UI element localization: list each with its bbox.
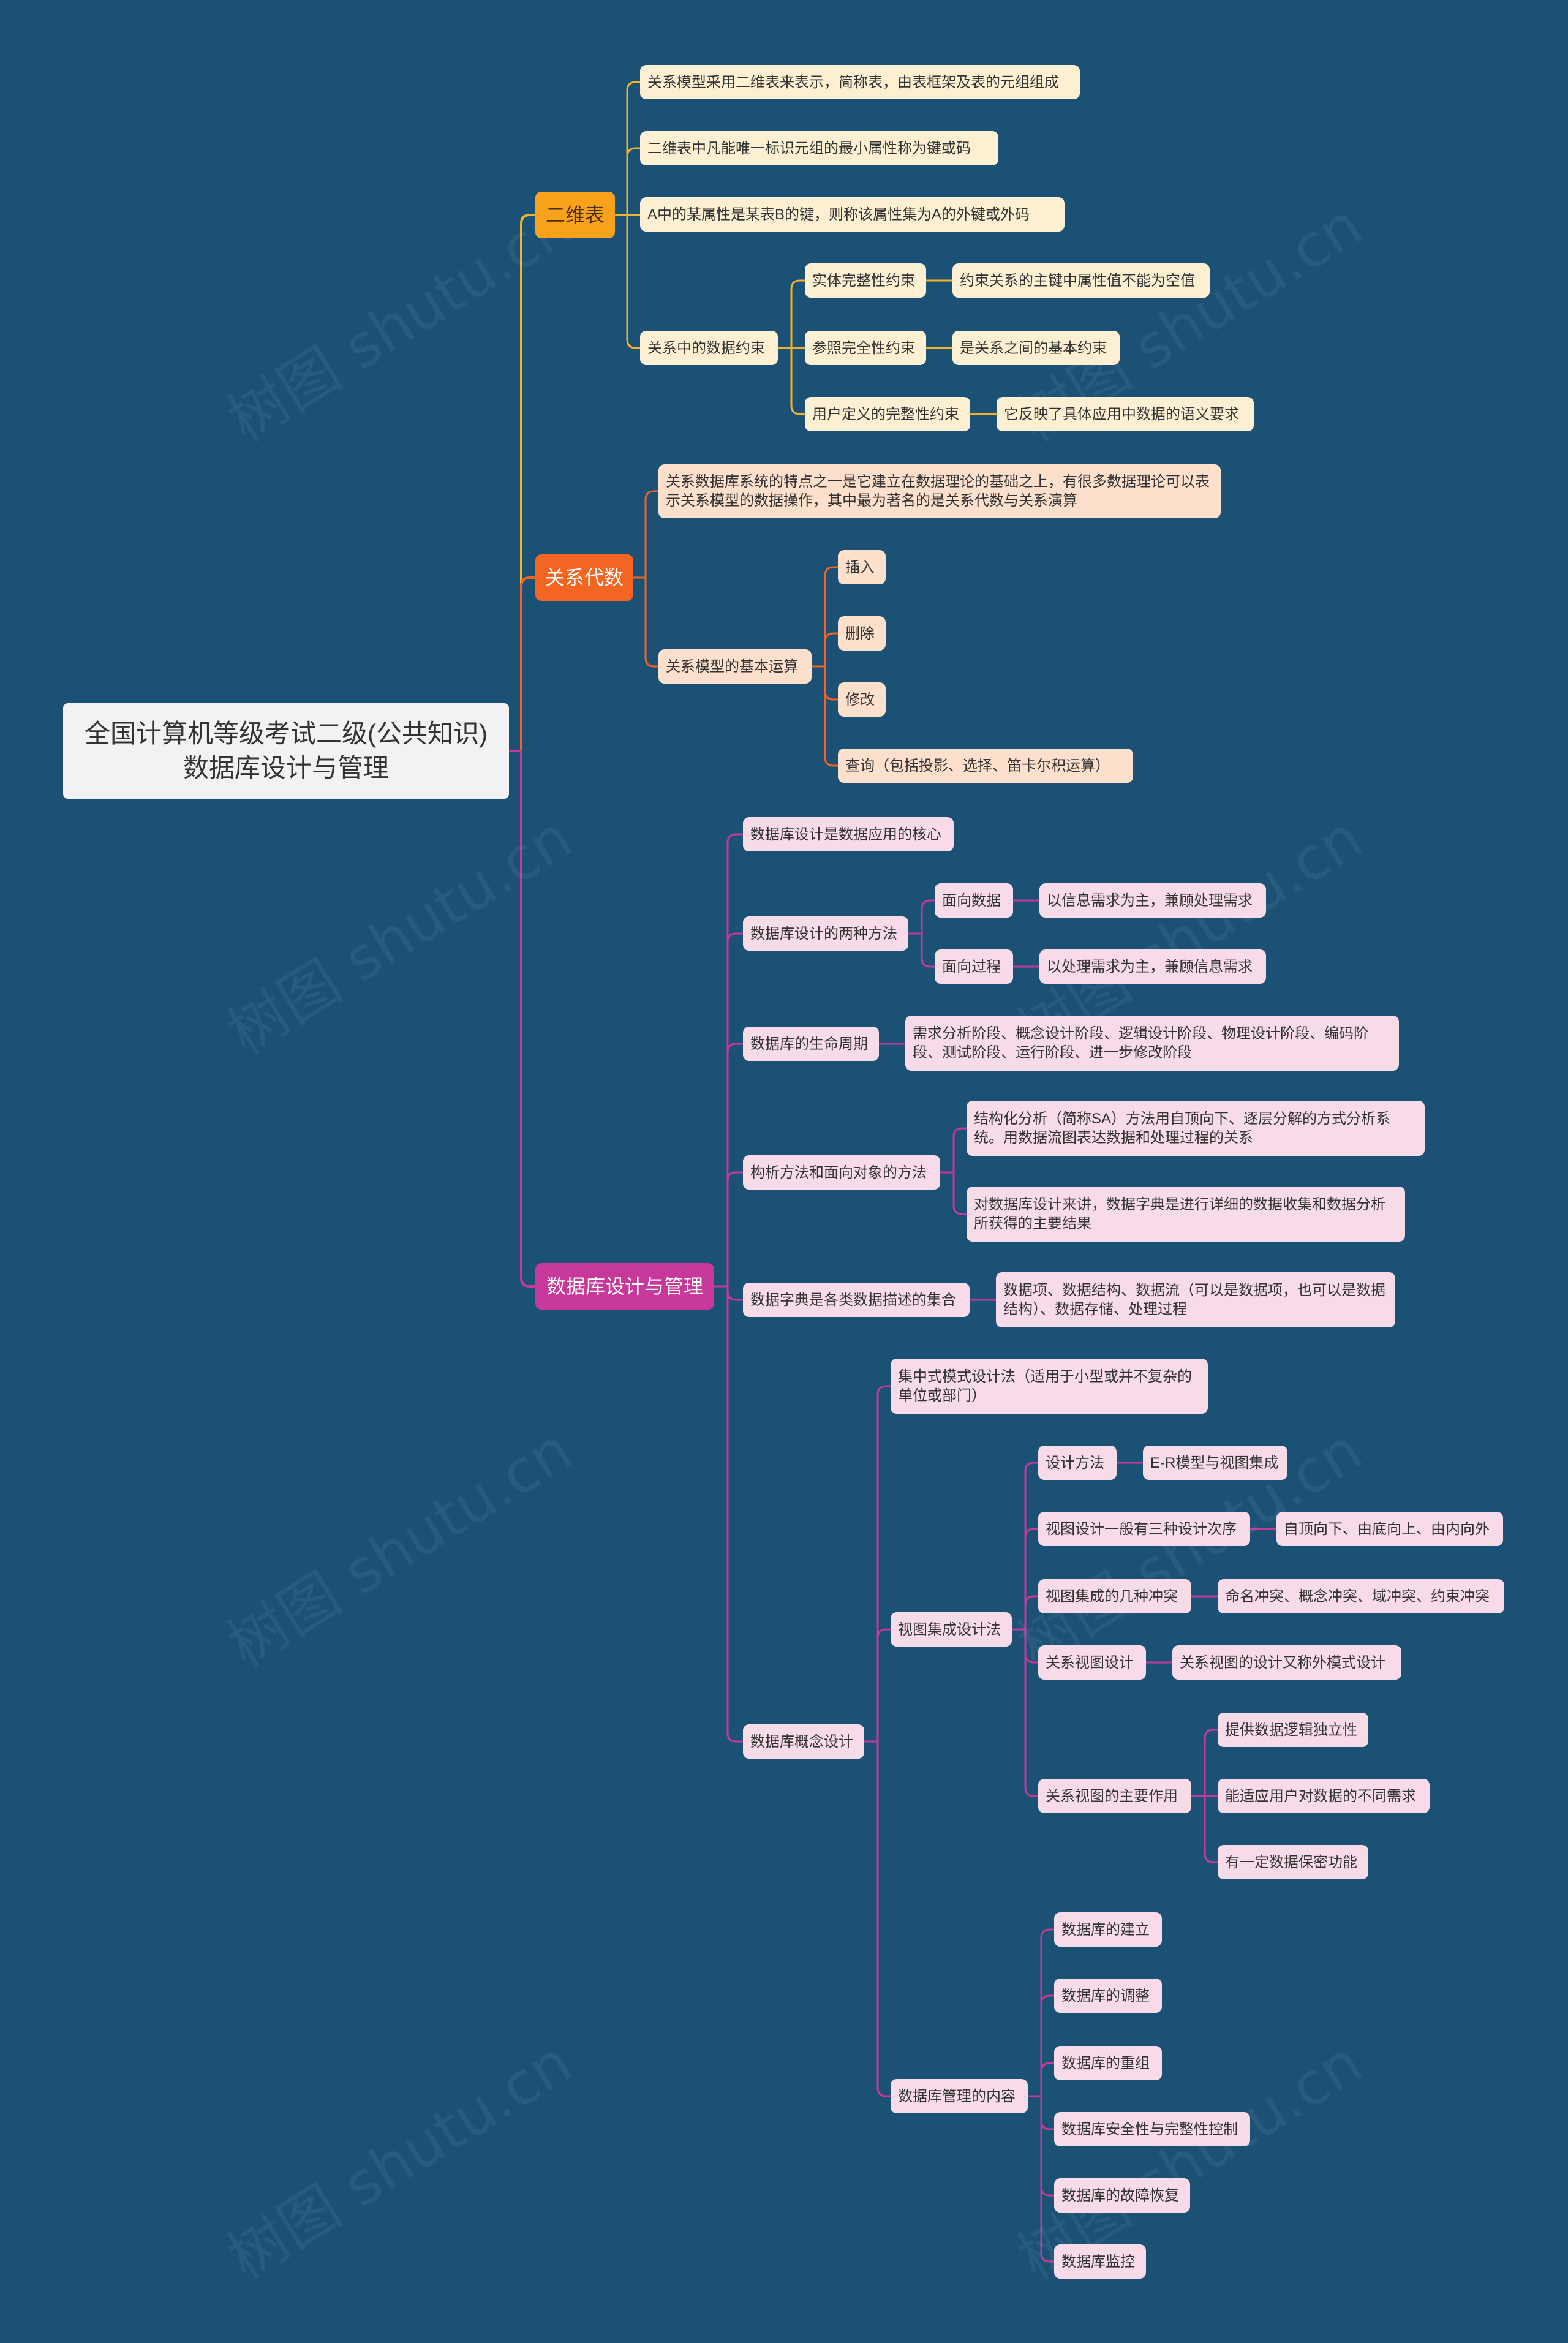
node-conflict-types[interactable]: 命名冲突、概念冲突、域冲突、约束冲突 (1218, 1579, 1504, 1613)
node-conceptual-design[interactable]: 数据库概念设计 (743, 1724, 864, 1759)
node-two-methods[interactable]: 数据库设计的两种方法 (743, 916, 908, 951)
node-db-create[interactable]: 数据库的建立 (1054, 1912, 1162, 1947)
connector-line (1012, 1528, 1038, 1631)
node-key-definition[interactable]: 二维表中凡能唯一标识元组的最小属性称为键或码 (640, 131, 998, 165)
connector-line (1028, 1994, 1054, 2097)
node-diverse-needs[interactable]: 能适应用户对数据的不同需求 (1218, 1779, 1430, 1813)
node-op-modify[interactable]: 修改 (838, 682, 886, 717)
connector-line (1028, 2095, 1054, 2263)
node-analysis-methods[interactable]: 构析方法和面向对象的方法 (743, 1155, 940, 1190)
node-view-functions[interactable]: 关系视图的主要作用 (1038, 1779, 1191, 1813)
node-data-dictionary-items[interactable]: 数据项、数据结构、数据流（可以是数据项，也可以是数据结构）、数据存储、处理过程 (996, 1272, 1395, 1327)
connector-line (864, 1628, 891, 1743)
node-process-oriented-desc[interactable]: 以处理需求为主，兼顾信息需求 (1039, 949, 1266, 984)
connector-line (633, 490, 658, 579)
node-data-constraints[interactable]: 关系中的数据约束 (640, 331, 778, 365)
connector-line (812, 632, 838, 668)
node-db-management[interactable]: 数据库管理的内容 (891, 2079, 1028, 2113)
node-data-oriented[interactable]: 面向数据 (935, 883, 1013, 918)
node-entity-integrity-desc[interactable]: 约束关系的主键中属性值不能为空值 (952, 263, 1210, 298)
node-db-monitoring[interactable]: 数据库监控 (1054, 2244, 1146, 2279)
node-op-query[interactable]: 查询（包括投影、选择、笛卡尔积运算） (838, 749, 1133, 783)
node-foreign-key[interactable]: A中的某属性是某表B的键，则称该属性集为A的外键或外码 (640, 197, 1065, 232)
node-lifecycle[interactable]: 数据库的生命周期 (743, 1027, 879, 1061)
connector-line (940, 1127, 967, 1174)
connector-line (509, 576, 535, 752)
node-data-dictionary[interactable]: 数据字典是各类数据描述的集合 (743, 1283, 970, 1317)
connector-line (864, 1740, 891, 2097)
root-title-line2: 数据库设计与管理 (183, 753, 389, 782)
node-relational-view-design[interactable]: 关系视图设计 (1038, 1645, 1146, 1680)
connector-line (1012, 1595, 1038, 1631)
connector-line (714, 1043, 743, 1288)
node-relational-algebra-intro[interactable]: 关系数据库系统的特点之一是它建立在数据理论的基础之上，有很多数据理论可以表示关系… (658, 464, 1221, 518)
node-referential-integrity-desc[interactable]: 是关系之间的基本约束 (952, 331, 1120, 365)
node-view-design-order[interactable]: 视图设计一般有三种设计次序 (1038, 1512, 1250, 1546)
connector-line (1028, 1928, 1054, 2097)
connector-line (615, 81, 640, 216)
node-user-defined-integrity-desc[interactable]: 它反映了具体应用中数据的语义要求 (997, 397, 1254, 431)
branch-2d-table[interactable]: 二维表 (535, 192, 615, 238)
node-process-oriented[interactable]: 面向过程 (935, 949, 1013, 984)
connector-line (778, 279, 805, 349)
node-design-order-list[interactable]: 自顶向下、由底向上、由内向外 (1276, 1512, 1503, 1546)
node-integration-conflicts[interactable]: 视图集成的几种冲突 (1038, 1579, 1191, 1613)
connector-line (864, 1385, 891, 1743)
node-referential-integrity[interactable]: 参照完全性约束 (805, 331, 926, 365)
node-centralized-design[interactable]: 集中式模式设计法（适用于小型或并不复杂的单位或部门） (891, 1359, 1208, 1414)
connector-line (1012, 1628, 1038, 1797)
node-db-reorganize[interactable]: 数据库的重组 (1054, 2046, 1162, 2080)
root-title-line1: 全国计算机等级考试二级(公共知识) (85, 719, 488, 748)
connector-line (714, 1285, 743, 1743)
node-data-oriented-desc[interactable]: 以信息需求为主，兼顾处理需求 (1039, 883, 1266, 918)
node-entity-integrity[interactable]: 实体完整性约束 (805, 263, 926, 298)
node-er-model[interactable]: E-R模型与视图集成 (1143, 1446, 1287, 1480)
node-data-security[interactable]: 有一定数据保密功能 (1218, 1845, 1368, 1879)
connector-line (1191, 1729, 1218, 1797)
root-topic[interactable]: 全国计算机等级考试二级(公共知识) 数据库设计与管理 (63, 703, 509, 799)
node-structured-analysis[interactable]: 结构化分析（简称SA）方法用自顶向下、逐层分解的方式分析系统。用数据流图表达数据… (967, 1101, 1425, 1156)
node-db-adjust[interactable]: 数据库的调整 (1054, 1979, 1162, 2013)
node-view-integration[interactable]: 视图集成设计法 (891, 1612, 1012, 1647)
connector-line (714, 932, 743, 1288)
node-basic-operations[interactable]: 关系模型的基本运算 (658, 649, 812, 684)
node-user-defined-integrity[interactable]: 用户定义的完整性约束 (805, 397, 970, 431)
connector-line (940, 1171, 967, 1215)
node-external-schema[interactable]: 关系视图的设计又称外模式设计 (1172, 1645, 1401, 1680)
connector-line (778, 347, 805, 415)
connector-line (509, 750, 535, 1288)
node-logical-independence[interactable]: 提供数据逻辑独立性 (1218, 1713, 1368, 1747)
connector-line (615, 147, 640, 216)
connector-line (908, 932, 935, 968)
connector-line (1012, 1462, 1038, 1631)
connector-line (1191, 1795, 1218, 1863)
connector-line (714, 833, 743, 1288)
connector-line (812, 665, 838, 767)
connector-line (1028, 2062, 1054, 2097)
node-op-delete[interactable]: 删除 (838, 616, 886, 651)
node-design-core[interactable]: 数据库设计是数据应用的核心 (743, 817, 954, 851)
connector-line (908, 899, 935, 935)
node-db-recovery[interactable]: 数据库的故障恢复 (1054, 2178, 1190, 2213)
connector-line (714, 1171, 743, 1288)
branch-db-design-management[interactable]: 数据库设计与管理 (535, 1263, 714, 1310)
node-db-security-control[interactable]: 数据库安全性与完整性控制 (1054, 2112, 1250, 2146)
node-op-insert[interactable]: 插入 (838, 550, 886, 584)
node-design-method[interactable]: 设计方法 (1038, 1446, 1117, 1480)
connector-line (509, 214, 535, 752)
node-lifecycle-stages[interactable]: 需求分析阶段、概念设计阶段、逻辑设计阶段、物理设计阶段、编码阶段、测试阶段、运行… (905, 1016, 1399, 1071)
node-table-definition[interactable]: 关系模型采用二维表来表示，简称表，由表框架及表的元组组成 (640, 65, 1080, 99)
connector-line (615, 214, 640, 349)
connector-line (812, 566, 838, 668)
connector-line (633, 576, 658, 668)
node-data-dictionary-result[interactable]: 对数据库设计来讲，数据字典是进行详细的数据收集和数据分析所获得的主要结果 (967, 1187, 1405, 1242)
branch-relational-algebra[interactable]: 关系代数 (535, 554, 633, 601)
